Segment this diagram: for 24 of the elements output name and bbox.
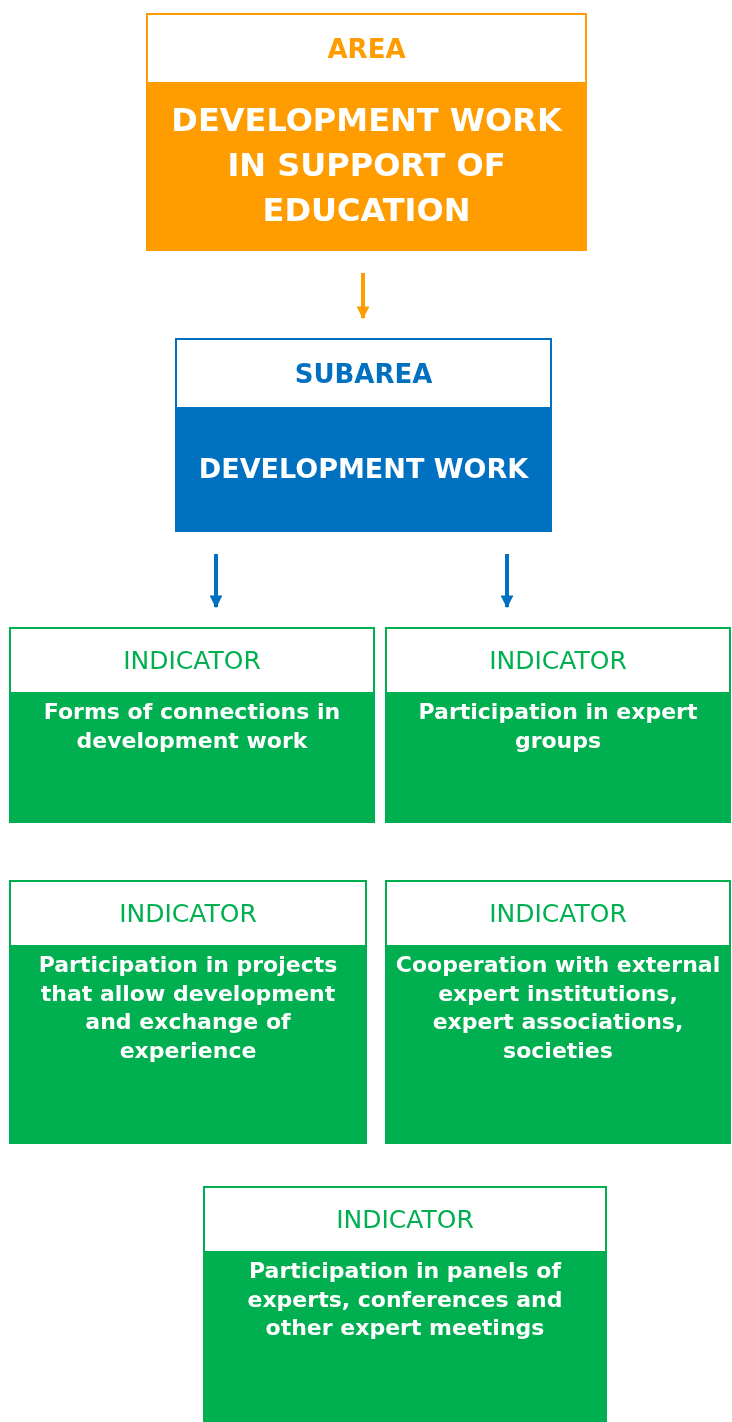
indicator-card [385,880,731,1144]
area-card [146,13,587,251]
header-label: INDICATOR [489,646,627,675]
arrow [209,554,223,609]
indicator-card [385,627,731,823]
body-text: DEVELOPMENT WORK [198,451,529,486]
body-text: Forms of connections in development work [42,698,342,755]
subarea-card [175,338,552,532]
body-text: Participation in panels of experts, conferences and other expert meetings [246,1257,564,1343]
indicator-card [9,880,367,1144]
header-label: INDICATOR [336,1205,474,1234]
header-label: INDICATOR [123,646,261,675]
arrow [356,273,370,320]
body-text: DEVELOPMENT WORK IN SUPPORT OF EDUCATION [170,100,564,231]
header-label: AREA [327,33,406,64]
indicator-card [9,627,375,823]
body-text: Participation in expert groups [417,698,699,755]
arrow [500,554,514,609]
body-text: Cooperation with external expert institutions, expert associations, societies [395,951,721,1065]
header-label: INDICATOR [489,899,627,928]
body-text: Participation in projects that allow development and exchange of experience [37,951,339,1065]
indicator-card [203,1186,607,1422]
header-label: SUBAREA [294,358,433,389]
header-label: INDICATOR [119,899,257,928]
